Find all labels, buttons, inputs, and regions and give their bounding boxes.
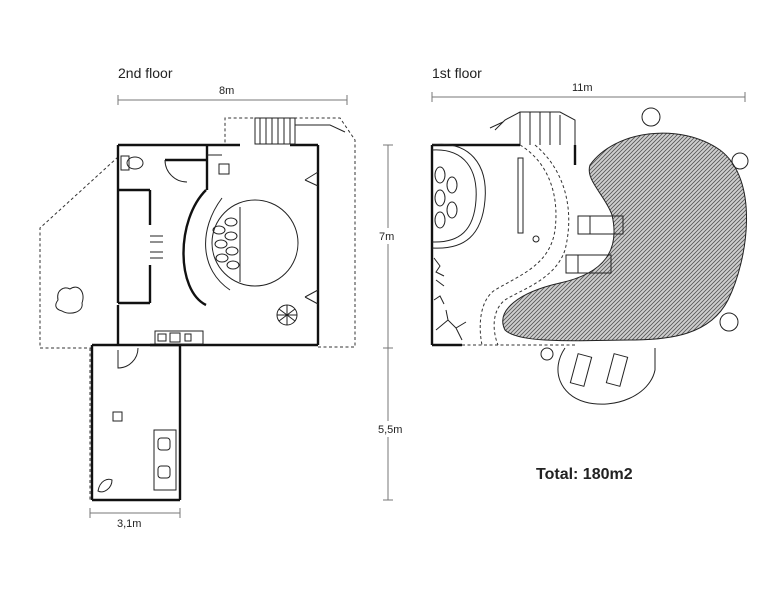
sun-lounger	[565, 215, 624, 274]
second-floor-title: 2nd floor	[118, 65, 173, 81]
dimension-8m-label: 8m	[219, 85, 234, 97]
grate-icon	[112, 411, 123, 422]
staircase-1st	[489, 111, 576, 145]
total-area: Total: 180m2	[536, 466, 633, 483]
door-swing	[164, 159, 188, 183]
bed-pillows	[212, 217, 240, 270]
dimension-7m: 7m	[378, 144, 402, 349]
pond	[431, 143, 486, 249]
first-floor-plan	[430, 107, 749, 405]
dimension-11m: 11m	[431, 82, 746, 102]
kitchen-counter	[154, 330, 204, 345]
deck-loungers	[569, 353, 629, 387]
leaf-decoration	[97, 478, 113, 493]
dimension-3-1m: 3,1m	[89, 508, 181, 530]
pond-plants	[434, 166, 458, 229]
pool-rock	[641, 107, 661, 127]
dimension-3-1m-label: 3,1m	[117, 518, 141, 530]
staircase-2nd	[254, 117, 346, 145]
round-bed	[211, 199, 299, 287]
dimension-5-5m-label: 5,5m	[378, 424, 402, 436]
first-floor-title: 1st floor	[432, 65, 482, 81]
terrace-outline	[39, 156, 119, 349]
garden-plants	[433, 257, 445, 305]
toilet-icon	[120, 155, 144, 171]
dimension-5-5m: 5,5m	[376, 348, 410, 501]
swimming-pool	[502, 132, 747, 342]
dimension-7m-label: 7m	[379, 231, 394, 243]
double-sink	[153, 429, 177, 491]
second-floor-plan	[39, 117, 356, 502]
curved-partition	[182, 189, 207, 307]
dimension-8m: 8m	[117, 85, 348, 105]
chair-icon	[218, 163, 230, 175]
plant-icon	[276, 304, 298, 326]
rock-decoration	[55, 286, 84, 314]
tree-branch	[435, 309, 467, 341]
dimension-11m-label: 11m	[572, 82, 593, 94]
garden-path	[479, 144, 557, 346]
deck	[557, 347, 656, 405]
